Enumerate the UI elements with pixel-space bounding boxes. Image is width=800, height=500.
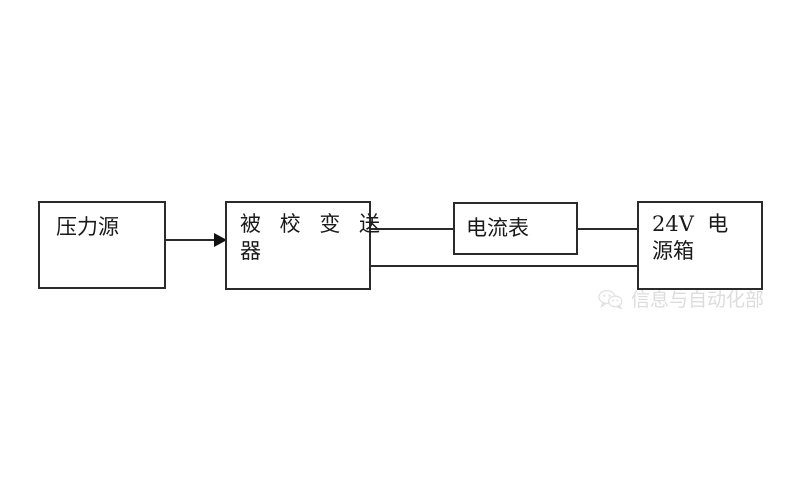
wechat-logo-icon <box>598 289 623 309</box>
block-label-ammeter: 电流表 <box>466 216 529 240</box>
block-transmitter-under-calibration <box>225 201 371 290</box>
wire-power-return-loop <box>371 265 637 267</box>
block-label-power-supply-24v: 24V 电 源箱 <box>652 212 729 263</box>
block-pressure-source <box>38 201 166 289</box>
block-label-pressure-source: 压力源 <box>56 215 119 239</box>
block-ammeter <box>453 202 578 255</box>
arrow-head-icon-source-to-transmitter <box>214 233 227 247</box>
block-label-transmitter-under-calibration: 被 校 变 送 器 <box>240 212 387 263</box>
wire-transmitter-to-ammeter <box>371 228 453 230</box>
wire-source-to-transmitter <box>166 239 214 241</box>
block-power-supply-24v <box>637 201 763 290</box>
wire-ammeter-to-power <box>578 228 637 230</box>
